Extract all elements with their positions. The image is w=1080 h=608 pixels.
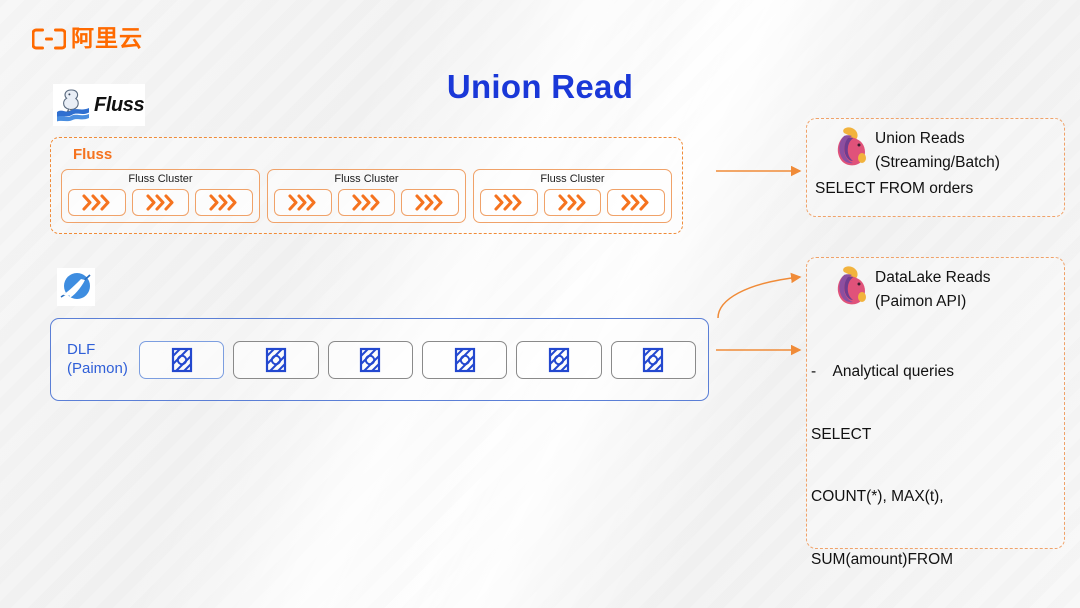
fluss-node[interactable] bbox=[607, 189, 666, 217]
alibaba-cloud-logo: 阿里云 bbox=[32, 27, 143, 50]
fluss-cluster-title: Fluss Cluster bbox=[334, 173, 399, 185]
dlf-comet-icon bbox=[60, 273, 91, 300]
fluss-cluster[interactable]: Fluss Cluster bbox=[473, 169, 672, 224]
dlf-logo bbox=[57, 268, 95, 306]
fluss-cluster-row: Fluss Cluster bbox=[61, 169, 672, 224]
dlf-section-label: DLF (Paimon) bbox=[67, 341, 128, 379]
fluss-node[interactable] bbox=[401, 189, 460, 217]
paimon-cell[interactable] bbox=[327, 340, 413, 379]
paimon-icon bbox=[454, 347, 475, 372]
union-reads-heading: Union Reads (Streaming/Batch) bbox=[875, 125, 1000, 175]
flink-squirrel-icon bbox=[837, 127, 866, 166]
dlf-label-line2: (Paimon) bbox=[67, 359, 128, 377]
fluss-cluster-title: Fluss Cluster bbox=[540, 173, 605, 185]
datalake-reads-heading-line2: (Paimon API) bbox=[875, 293, 967, 311]
fluss-cluster-title: Fluss Cluster bbox=[128, 173, 193, 185]
paimon-icon bbox=[360, 347, 381, 372]
paimon-cell[interactable] bbox=[233, 340, 319, 379]
union-reads-heading-line2: (Streaming/Batch) bbox=[875, 154, 1000, 172]
alibaba-cloud-wordmark: 阿里云 bbox=[71, 25, 143, 51]
fluss-cluster[interactable]: Fluss Cluster bbox=[61, 169, 260, 224]
fluss-node[interactable] bbox=[131, 189, 190, 217]
sql-line-3: SUM(amount)FROM bbox=[811, 551, 954, 569]
union-reads-callout: Union Reads (Streaming/Batch) SELECT FRO… bbox=[806, 118, 1065, 217]
fluss-otter-wave-icon bbox=[57, 89, 89, 122]
flink-squirrel-icon bbox=[837, 266, 866, 305]
paimon-cell[interactable] bbox=[421, 340, 508, 379]
paimon-icon bbox=[643, 347, 664, 372]
fluss-node[interactable] bbox=[68, 189, 126, 217]
sql-line-1: SELECT bbox=[811, 425, 872, 443]
chevrons-icon bbox=[415, 194, 443, 211]
chevrons-icon bbox=[351, 194, 380, 211]
chevrons-icon bbox=[494, 194, 522, 211]
chevrons-icon bbox=[145, 194, 174, 211]
paimon-cell[interactable] bbox=[516, 340, 602, 379]
sql-line-2: COUNT(*), MAX(t), bbox=[811, 488, 944, 506]
fluss-node[interactable] bbox=[195, 189, 254, 217]
fluss-section-label: Fluss bbox=[73, 146, 113, 163]
union-reads-header: Union Reads (Streaming/Batch) bbox=[807, 119, 1064, 175]
analytical-queries-label: - Analytical queries bbox=[811, 362, 955, 380]
fluss-node-row bbox=[274, 189, 460, 217]
fluss-wordmark: Fluss bbox=[94, 93, 145, 116]
chevrons-icon bbox=[82, 194, 110, 211]
fluss-node[interactable] bbox=[543, 189, 602, 217]
fluss-node[interactable] bbox=[337, 189, 396, 217]
datalake-reads-heading-line1: DataLake Reads bbox=[875, 269, 991, 286]
chevrons-icon bbox=[209, 194, 237, 211]
chevrons-icon bbox=[557, 194, 586, 211]
union-reads-query: SELECT FROM orders bbox=[815, 180, 974, 198]
dlf-section: DLF (Paimon) bbox=[50, 318, 709, 401]
chevrons-icon bbox=[621, 194, 649, 211]
paimon-icon bbox=[171, 347, 192, 372]
paimon-icon bbox=[548, 347, 570, 372]
paimon-icon bbox=[265, 347, 286, 372]
fluss-logo: Fluss bbox=[53, 84, 145, 126]
page-title: Union Read bbox=[446, 68, 634, 105]
datalake-reads-heading: DataLake Reads (Paimon API) bbox=[875, 264, 990, 314]
fluss-node-row bbox=[480, 189, 666, 217]
fluss-section: Fluss Fluss Cluster bbox=[50, 137, 683, 234]
paimon-cell[interactable] bbox=[138, 340, 225, 379]
union-reads-heading-line1: Union Reads bbox=[875, 130, 965, 147]
chevrons-icon bbox=[288, 194, 316, 211]
fluss-node[interactable] bbox=[274, 189, 332, 217]
datalake-reads-callout: DataLake Reads (Paimon API) - Analytical… bbox=[806, 257, 1065, 568]
dlf-label-line1: DLF bbox=[67, 340, 96, 358]
paimon-cell[interactable] bbox=[610, 340, 697, 379]
fluss-node[interactable] bbox=[480, 189, 538, 217]
datalake-reads-header: DataLake Reads (Paimon API) bbox=[807, 258, 1064, 314]
fluss-cluster[interactable]: Fluss Cluster bbox=[267, 169, 466, 224]
datalake-reads-body: - Analytical queries SELECT COUNT(*), MA… bbox=[807, 314, 1064, 608]
alibaba-cloud-mark-icon bbox=[32, 28, 66, 49]
fluss-node-row bbox=[68, 189, 254, 217]
